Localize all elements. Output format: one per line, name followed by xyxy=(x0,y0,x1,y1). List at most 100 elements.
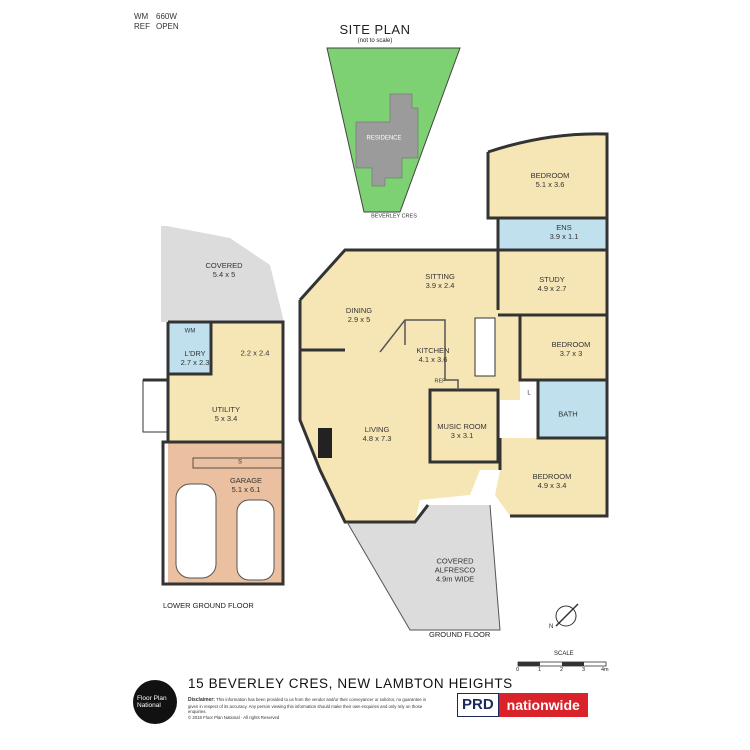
prd-nationwide-logo: PRD nationwide xyxy=(457,693,588,717)
ensuite-room xyxy=(498,218,607,250)
car-right xyxy=(236,499,275,581)
ensuite-name: ENS xyxy=(556,223,572,232)
utility-room xyxy=(168,374,283,442)
lower-covered-size: 5.4 x 5 xyxy=(212,270,236,279)
wm-value: 660W xyxy=(156,12,177,21)
alfresco-outline xyxy=(346,504,501,631)
car-left xyxy=(175,483,217,579)
site-residence-label: RESIDENCE xyxy=(366,135,402,142)
bedroom-1-size: 5.1 x 3.6 xyxy=(535,180,565,189)
study-room xyxy=(498,250,607,315)
study-size: 4.9 x 2.7 xyxy=(537,284,567,293)
sitting-size: 3.9 x 2.4 xyxy=(425,281,455,290)
site-plan-title: SITE PLAN (not to scale) xyxy=(0,22,750,44)
lower-stairs xyxy=(142,379,169,433)
disclaimer: Disclaimer: This information has been pr… xyxy=(188,697,428,720)
fireplace xyxy=(318,428,332,458)
living-name: LIVING xyxy=(364,425,390,434)
nationwide-logo-text: nationwide xyxy=(498,693,588,717)
scale-tick-4: 4m xyxy=(601,667,609,673)
disclaimer-text: This information has been provided to us… xyxy=(188,697,427,714)
ensuite-size: 3.9 x 1.1 xyxy=(549,232,579,241)
disclaimer-title: Disclaimer: xyxy=(188,697,215,703)
bedroom-2-name: BEDROOM xyxy=(551,340,591,349)
site-plan-subtitle: (not to scale) xyxy=(357,38,393,44)
bedroom-2-size: 3.7 x 3 xyxy=(559,349,583,358)
garage-name: GARAGE xyxy=(229,476,263,485)
scale-tick-3: 3 xyxy=(582,667,586,673)
ref-key: REF xyxy=(134,22,150,31)
utility-name: UTILITY xyxy=(212,405,240,414)
ref-label: REF xyxy=(434,378,446,385)
study-name: STUDY xyxy=(539,275,565,284)
kitchen-size: 4.1 x 3.6 xyxy=(418,355,448,364)
store-size-label: 2.2 x 2.4 xyxy=(240,348,270,358)
dining-name: DINING xyxy=(345,306,373,315)
scale-tick-1: 1 xyxy=(538,667,542,673)
wm-key: WM xyxy=(134,12,149,21)
bedroom-1 xyxy=(488,133,607,218)
site-plan-heading: SITE PLAN xyxy=(339,22,411,37)
kitchen-counters xyxy=(379,319,459,390)
scale-label: SCALE xyxy=(554,651,574,657)
scale-tick-2: 2 xyxy=(560,667,564,673)
linen-label: L xyxy=(527,390,531,397)
property-address: 15 BEVERLEY CRES, NEW LAMBTON HEIGHTS xyxy=(188,676,513,691)
dining-size: 2.9 x 5 xyxy=(347,315,371,324)
laundry-wm-label: WM xyxy=(184,328,196,335)
ground-stairs xyxy=(474,317,496,377)
ground-walls xyxy=(298,132,609,524)
bath-label: BATH xyxy=(558,409,578,419)
prd-logo-text: PRD xyxy=(457,693,499,717)
site-residence xyxy=(355,93,419,187)
garage-s-label: S xyxy=(237,459,243,466)
living-size: 4.8 x 7.3 xyxy=(362,434,392,443)
lower-floor-label: LOWER GROUND FLOOR xyxy=(163,601,254,610)
music-room-size: 3 x 3.1 xyxy=(450,431,474,440)
bedroom-3-size: 4.9 x 3.4 xyxy=(537,481,567,490)
alfresco-area xyxy=(347,505,500,630)
laundry-size: 2.7 x 2.3 xyxy=(180,358,210,367)
laundry-name: L'DRY xyxy=(184,349,206,358)
copyright-text: © 2018 Floor Plan National · All rights … xyxy=(188,714,280,720)
laundry-room xyxy=(168,322,211,374)
scale-bar xyxy=(517,661,607,667)
sitting-name: SITTING xyxy=(425,272,455,281)
site-street-label: BEVERLEY CRES xyxy=(371,213,417,220)
store-room xyxy=(211,322,283,374)
alfresco-size: 4.9m WIDE xyxy=(435,574,475,584)
kitchen-name: KITCHEN xyxy=(416,346,450,355)
ground-floor-label: GROUND FLOOR xyxy=(429,630,491,639)
bedroom-2 xyxy=(520,315,607,380)
floor-plan-national-logo: Floor Plan National xyxy=(133,680,177,724)
compass-circle xyxy=(555,605,577,627)
lower-covered-name: COVERED xyxy=(205,261,243,270)
music-room-name: MUSIC ROOM xyxy=(437,422,487,431)
garage-size: 5.1 x 6.1 xyxy=(231,485,261,494)
utility-size: 5 x 3.4 xyxy=(214,414,238,423)
lower-covered-area xyxy=(161,226,284,322)
bath-room xyxy=(538,380,607,438)
alfresco-name-2: ALFRESCO xyxy=(434,565,476,575)
compass-north-label: N xyxy=(549,624,554,630)
scale-tick-0: 0 xyxy=(516,667,520,673)
ground-main xyxy=(300,250,520,522)
bedroom-1-name: BEDROOM xyxy=(530,171,570,180)
